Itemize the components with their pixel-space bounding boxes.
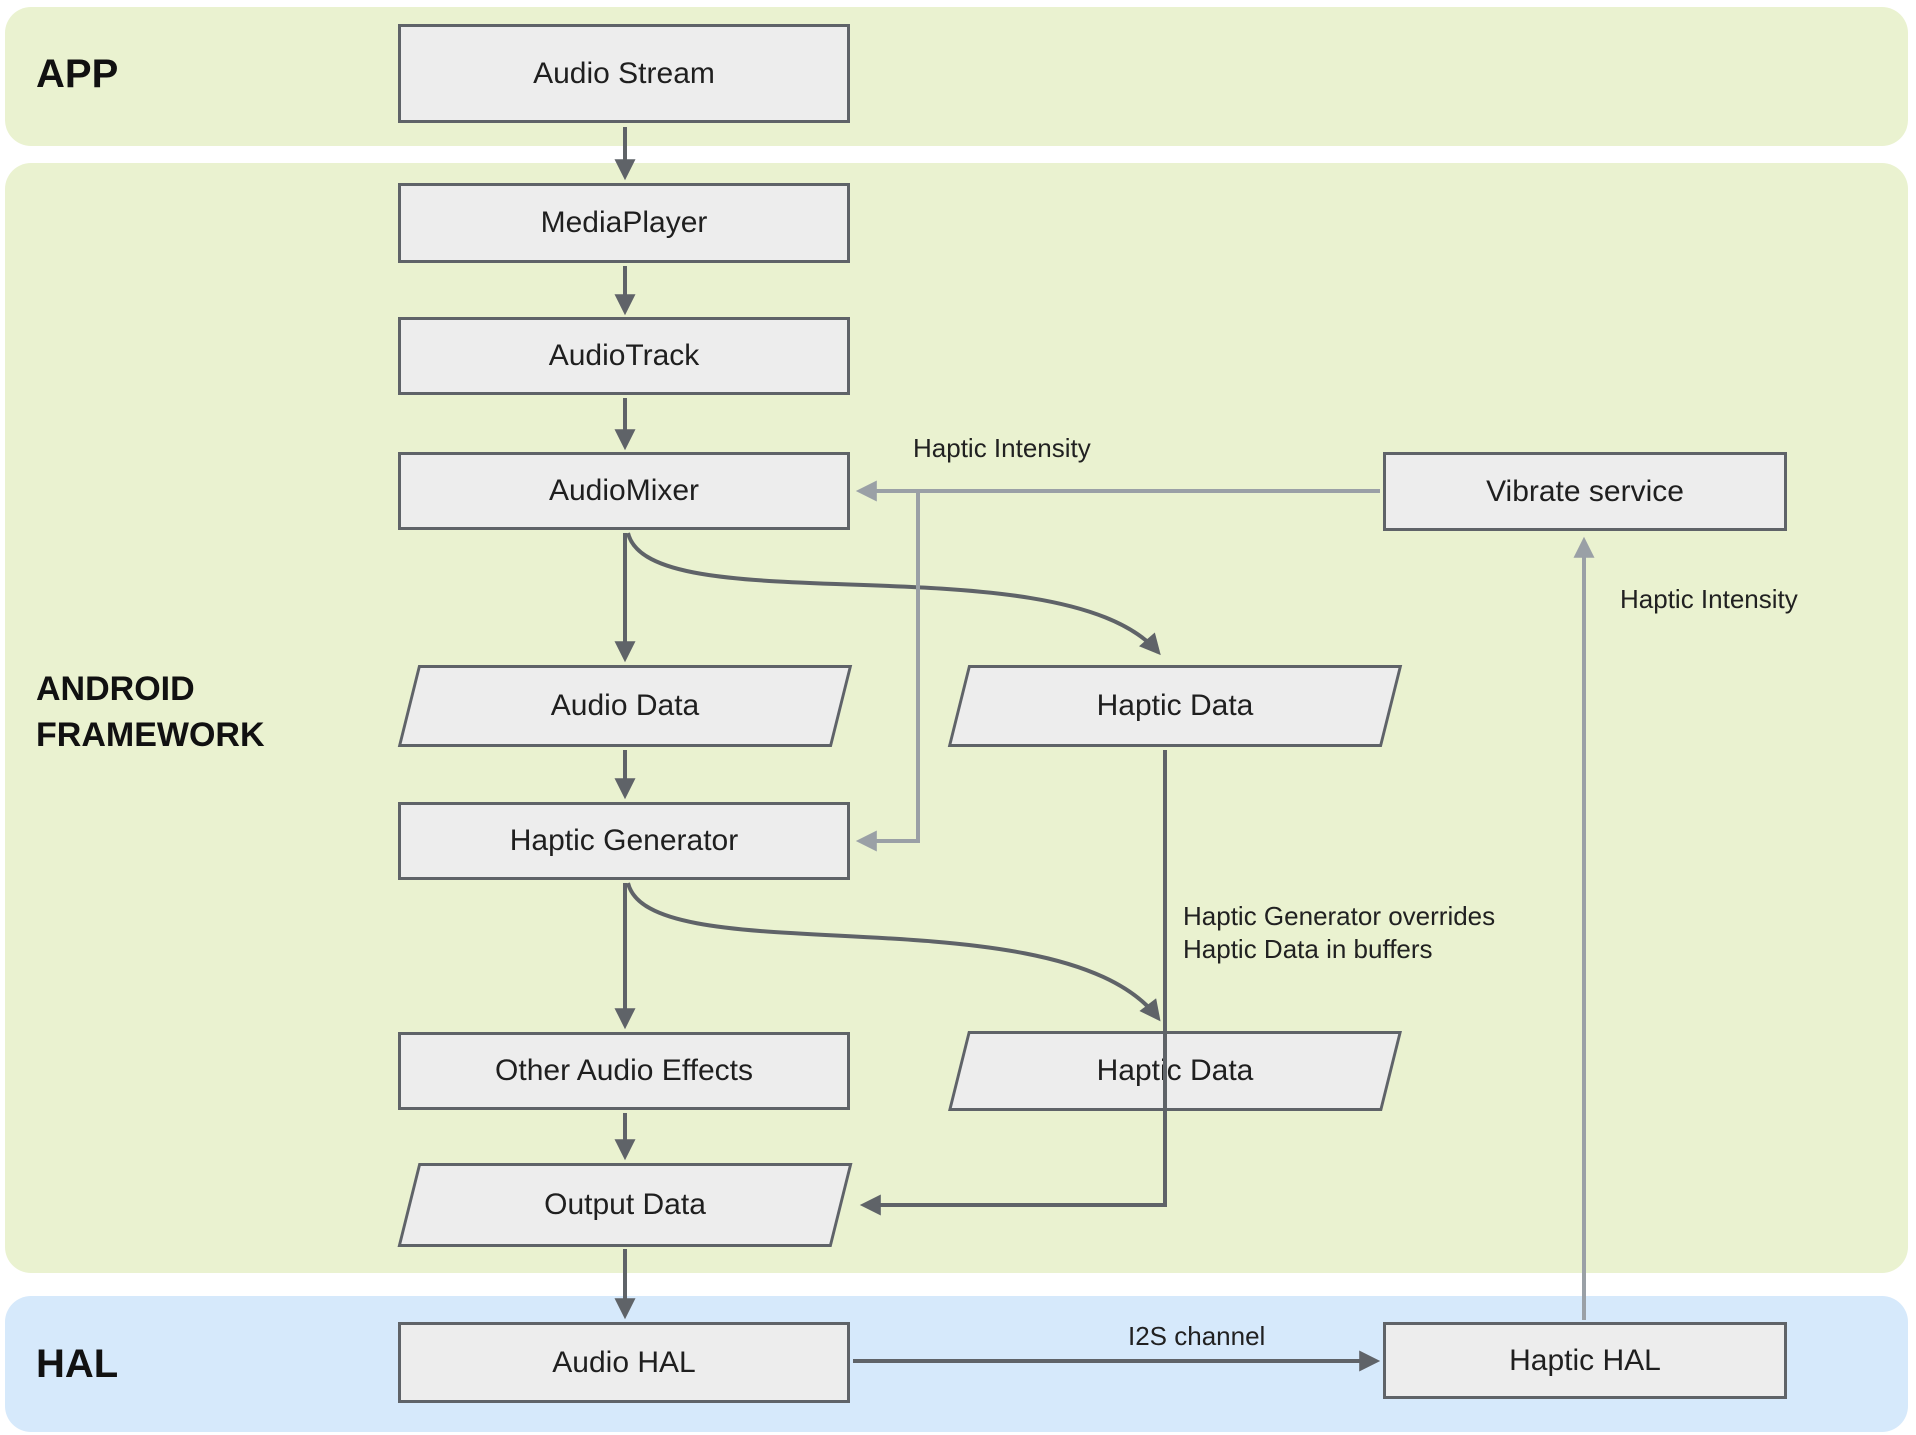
node-haptic-data-upper: Haptic Data [947, 665, 1403, 747]
node-audio-track: AudioTrack [398, 317, 850, 395]
node-label: Audio Stream [533, 56, 715, 90]
node-label: AudioTrack [548, 339, 700, 372]
node-label: MediaPlayer [540, 206, 708, 239]
node-haptic-generator: Haptic Generator [398, 802, 850, 880]
lane-app [5, 7, 1908, 146]
node-audio-hal: Audio HAL [398, 1322, 850, 1403]
node-label: Audio HAL [552, 1345, 696, 1379]
node-label: Haptic Data [1096, 689, 1254, 722]
node-label: Vibrate service [1486, 474, 1684, 508]
node-audio-stream: Audio Stream [398, 24, 850, 123]
node-label: AudioMixer [548, 474, 700, 507]
label-haptic-intensity-to-vibrate: Haptic Intensity [1620, 584, 1798, 614]
label-haptic-generator-override-note: Haptic Generator overrides Haptic Data i… [1183, 901, 1496, 964]
node-audio-mixer: AudioMixer [398, 452, 850, 530]
node-media-player: MediaPlayer [398, 183, 850, 263]
node-output-data: Output Data [397, 1163, 853, 1247]
node-label: Output Data [544, 1188, 706, 1221]
node-haptic-data-lower: Haptic Data [948, 1031, 1402, 1111]
node-haptic-hal: Haptic HAL [1383, 1322, 1787, 1399]
node-other-audio-effects: Other Audio Effects [398, 1032, 850, 1110]
node-label: Haptic HAL [1509, 1343, 1661, 1377]
label-haptic-intensity-to-mixer: Haptic Intensity [913, 433, 1091, 463]
node-label: Audio Data [550, 689, 700, 722]
node-label: Haptic Data [1096, 1054, 1254, 1087]
label-i2s-channel: I2S channel [1128, 1321, 1266, 1351]
node-label: Haptic Generator [509, 824, 739, 857]
lane-label-app: APP [36, 52, 119, 96]
node-audio-data: Audio Data [397, 665, 853, 747]
node-label: Other Audio Effects [495, 1054, 753, 1087]
node-vibrate-service: Vibrate service [1383, 452, 1787, 531]
lane-label-hal: HAL [36, 1342, 119, 1386]
lane-label-android-framework: ANDROID FRAMEWORK [36, 670, 265, 754]
